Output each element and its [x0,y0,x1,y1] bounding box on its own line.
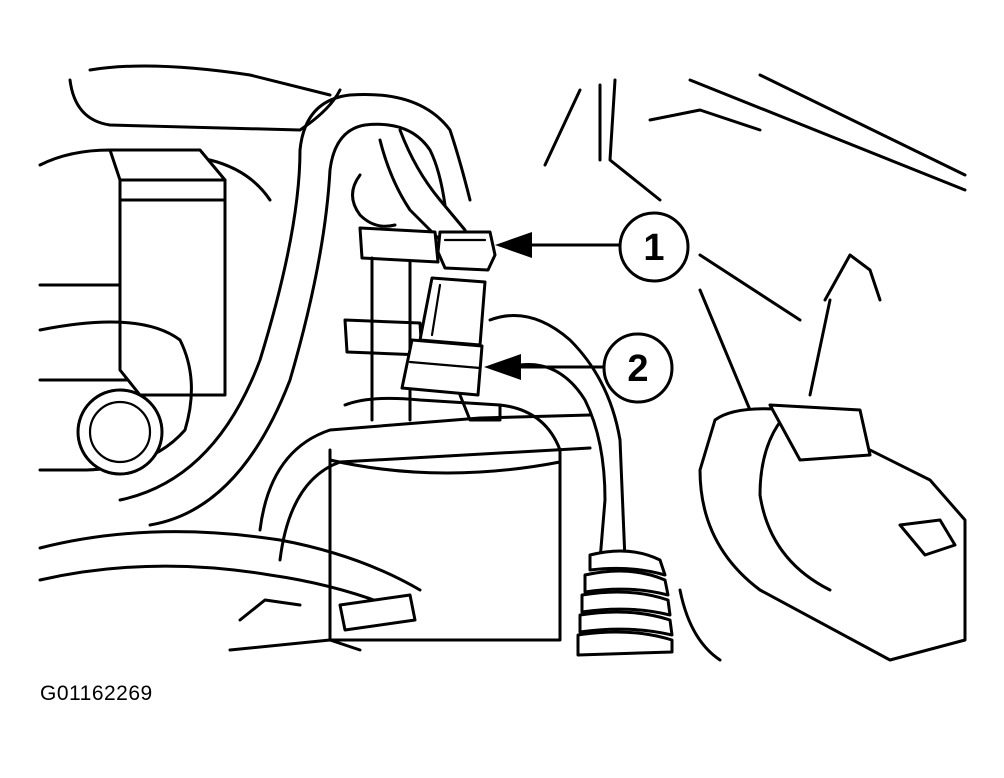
sensor-body [418,276,487,347]
right-housing [543,73,967,412]
sensor-wire [351,128,467,242]
callout-1-number: 1 [643,227,664,269]
figure-id: G01162269 [40,682,153,705]
right-cylinder [678,403,967,662]
lower-left-hose [38,530,422,652]
intake-block [108,148,227,397]
fuel-filter-canister [328,396,562,642]
sensor-hex-nut [400,338,502,422]
callout-1: 1 [618,211,690,283]
callout-1-leader [495,232,622,258]
corrugated-hose [576,549,674,657]
sensor-connector [436,230,497,272]
mounting-bracket [343,226,440,422]
callout-2-number: 2 [627,348,648,390]
round-fitting [38,320,193,476]
callout-2-leader [484,354,607,380]
left-curved-hose [118,92,472,527]
callout-2: 2 [602,332,674,404]
